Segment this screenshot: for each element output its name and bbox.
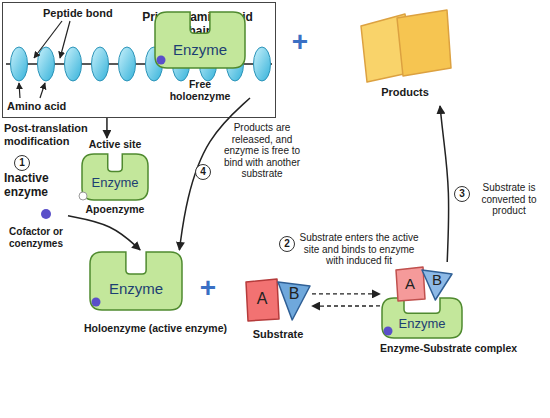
connector-arrow bbox=[440, 106, 449, 262]
leader-line bbox=[34, 21, 62, 58]
connector-arrow bbox=[312, 294, 380, 306]
node-text: B bbox=[276, 285, 312, 303]
node-text: B bbox=[420, 271, 454, 288]
connector-arrow bbox=[68, 216, 140, 250]
enzyme-shape: EnzymeFree holoenzyme bbox=[150, 8, 250, 108]
empty-cofactor-site bbox=[79, 192, 87, 200]
node-label: Apoenzyme bbox=[76, 203, 154, 215]
amino-acid-bead bbox=[11, 47, 28, 81]
enzyme-shape: Active siteEnzymeApoenzyme bbox=[76, 138, 154, 218]
node-text: Active site bbox=[76, 138, 154, 150]
edge-label: Post-translation modification bbox=[4, 122, 104, 147]
amino-acid-bead bbox=[254, 47, 271, 81]
leader-line bbox=[40, 83, 45, 98]
callout-number: 2 bbox=[279, 236, 295, 252]
node-text: Products bbox=[355, 86, 455, 99]
plus-sign: + bbox=[288, 26, 312, 58]
cofactor-dot bbox=[92, 298, 101, 307]
node-text: Enzyme bbox=[382, 317, 462, 332]
node-label: Holoenzyme (active enzyme) bbox=[84, 322, 227, 334]
leader-line bbox=[60, 21, 70, 58]
group-label: Substrate bbox=[244, 328, 312, 341]
step-note: Substrate enters the active site and bin… bbox=[298, 232, 420, 267]
node-label: Enzyme bbox=[82, 176, 148, 191]
enzyme-outline bbox=[90, 252, 182, 310]
node-text: Cofactor or coenzymes bbox=[3, 226, 69, 249]
cofactor-dot: Cofactor or coenzymes bbox=[4, 208, 68, 260]
enzyme-shape: EnzymeHoloenzyme (active enzyme) bbox=[84, 250, 190, 340]
cofactor-dot bbox=[157, 56, 166, 65]
enzyme-outline bbox=[82, 154, 148, 200]
product-shapes: Products bbox=[355, 6, 455, 106]
substrate-triangle: B bbox=[420, 268, 454, 302]
step-circle bbox=[455, 187, 470, 202]
amino-acid-bead bbox=[38, 47, 55, 81]
connector-path bbox=[440, 106, 449, 262]
step-note: Substrate is converted to product bbox=[473, 182, 545, 217]
connector-path bbox=[68, 216, 140, 250]
connector-arrow bbox=[179, 98, 250, 250]
node-text: A bbox=[394, 275, 426, 292]
enzyme-outline bbox=[155, 12, 245, 68]
node-text: A bbox=[244, 290, 280, 308]
cofactor-dot bbox=[384, 327, 393, 336]
substrate-square: A bbox=[394, 266, 426, 302]
connector-path bbox=[106, 118, 108, 138]
substrate-triangle: B bbox=[276, 280, 312, 322]
cofactor-dot bbox=[41, 209, 51, 219]
step-circle bbox=[196, 165, 211, 180]
connector-arrow bbox=[106, 118, 107, 138]
amino-acid-bead bbox=[92, 47, 109, 81]
connector-path bbox=[179, 98, 250, 250]
reversible-arrow bbox=[312, 305, 380, 306]
step-circle bbox=[280, 237, 295, 252]
step-note: Products are released, and enzyme is fre… bbox=[218, 122, 306, 180]
node-label: Amino acid bbox=[7, 100, 66, 113]
node-text: Enzyme bbox=[90, 280, 182, 297]
amino-acid-bead bbox=[65, 47, 82, 81]
leader-line bbox=[19, 83, 20, 98]
reversible-arrow bbox=[312, 293, 380, 294]
callout-number: 3 bbox=[454, 186, 470, 202]
substrate-square: A bbox=[244, 278, 280, 322]
step-circle bbox=[15, 156, 30, 171]
node-text: Peptide bond bbox=[43, 7, 113, 20]
node-label: Enzyme-Substrate complex bbox=[380, 342, 517, 354]
node-label: Free holoenzyme bbox=[165, 78, 235, 102]
callout-number: 1 bbox=[14, 155, 30, 171]
enzyme-shape: EnzymeEnzyme-Substrate complexAB bbox=[380, 262, 464, 358]
node-text: Enzyme bbox=[155, 41, 245, 58]
state-label: Inactive enzyme bbox=[4, 172, 78, 200]
leader-lines bbox=[19, 21, 70, 98]
enzyme-outline bbox=[382, 298, 462, 338]
callout-number: 4 bbox=[195, 164, 211, 180]
amino-acid-bead bbox=[119, 47, 136, 81]
plus-sign: + bbox=[196, 272, 220, 304]
product-square bbox=[397, 10, 451, 76]
